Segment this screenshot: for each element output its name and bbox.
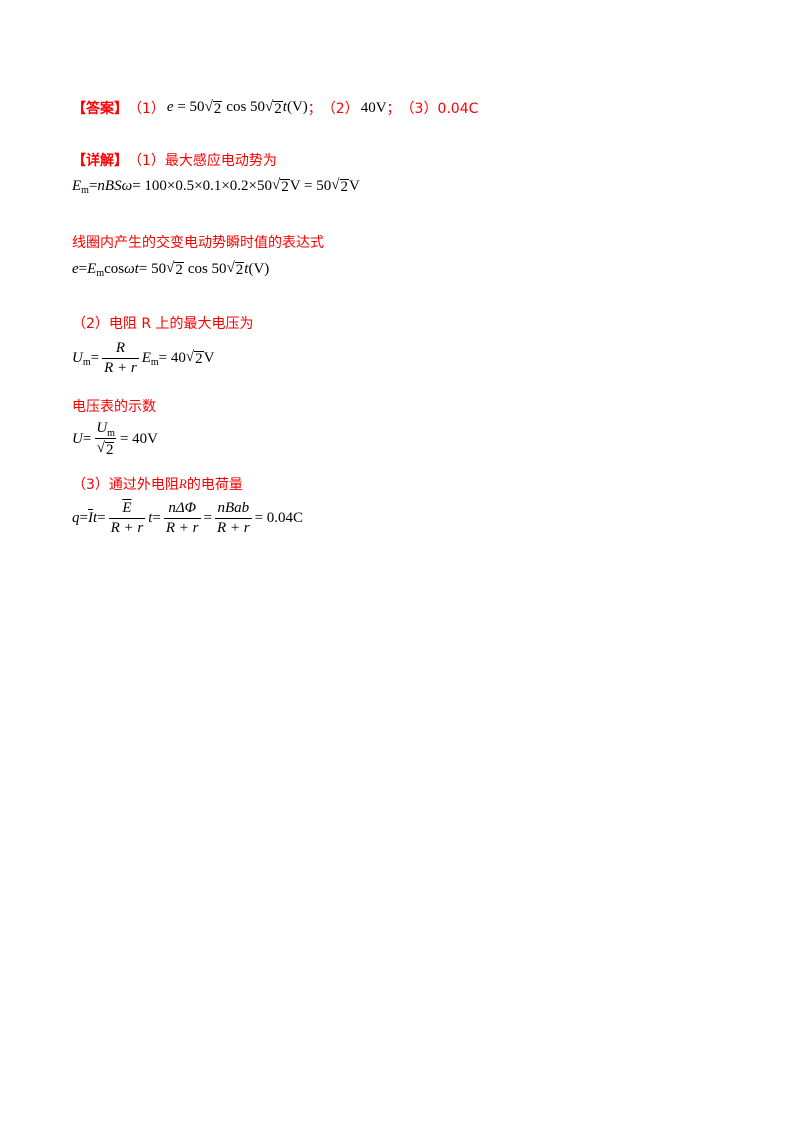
detail-s1-title: （1）最大感应电动势为 [128,153,277,169]
answer-sep1: ； [307,101,322,117]
detail-label: 【详解】 [72,153,128,169]
detail-s3-title: （3）通过外电阻 R 的电荷量 [72,476,243,493]
answer-part2-label: （2） [321,101,359,117]
detail-s1-text2: 线圈内产生的交变电动势瞬时值的表达式 [72,235,324,251]
answer-part2-value: 40V [360,99,387,116]
answer-part3: （3）0.04C [400,101,479,117]
detail-s2-title: （2）电阻 R 上的最大电压为 [72,316,254,332]
answer-sep2: ； [386,101,401,117]
fraction-um-over-sqrt2: Um√2 [94,420,117,459]
detail-heading: 【详解】 （1）最大感应电动势为 [72,150,277,170]
answer-part1-label: （1） [128,101,165,117]
detail-s2-text2: 电压表的示数 [72,399,156,415]
answer-label: 【答案】 [72,101,128,117]
equation-voltmeter: U = Um√2 = 40V [72,420,158,459]
